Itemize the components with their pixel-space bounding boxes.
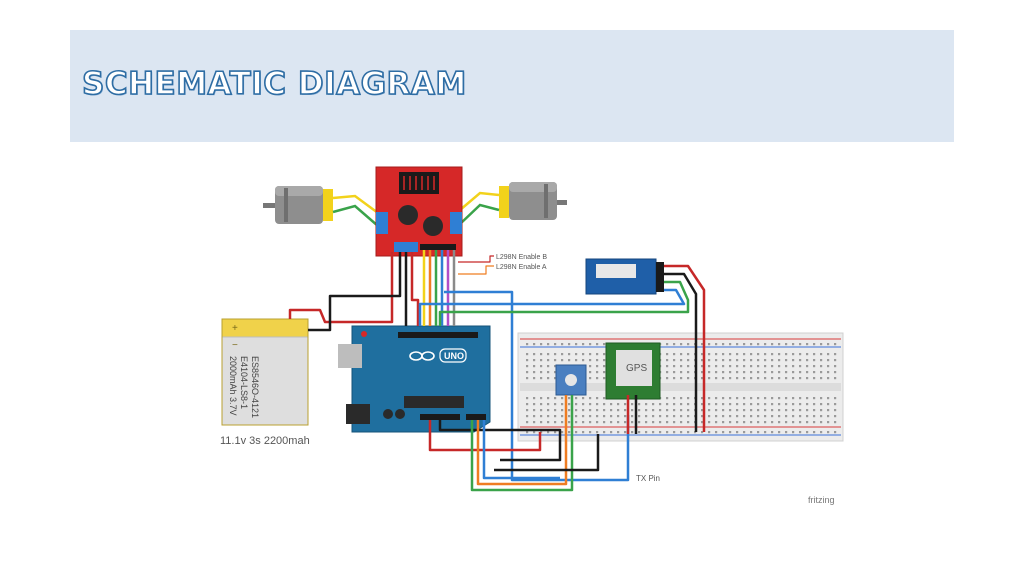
gps-label: GPS bbox=[626, 363, 647, 374]
arduino-uno: UNO bbox=[338, 325, 491, 433]
title-band: SCHEMATIC DIAGRAM bbox=[70, 30, 954, 142]
annotation-enable-b: L298N Enable B bbox=[496, 254, 547, 261]
annotation-tx-pin: TX Pin bbox=[636, 474, 660, 483]
motor-wires bbox=[332, 191, 500, 227]
battery-caption: 11.1v 3s 2200mah bbox=[220, 435, 310, 447]
battery-label-3: 2000mAh 3.7V bbox=[228, 356, 238, 416]
slide-title: SCHEMATIC DIAGRAM bbox=[81, 65, 467, 103]
annotation-enable-a: L298N Enable A bbox=[496, 264, 547, 271]
wiring bbox=[288, 250, 706, 492]
left-motor bbox=[263, 186, 333, 224]
svg-text:−: − bbox=[232, 340, 238, 351]
battery-label-2: E4104-LS8-1 bbox=[239, 356, 249, 409]
svg-text:+: + bbox=[232, 323, 238, 334]
battery-label-1: ES8546O-4121 bbox=[250, 356, 260, 418]
bluetooth-module bbox=[585, 258, 664, 295]
motor-driver-l298n bbox=[375, 166, 463, 257]
fritzing-watermark: fritzing bbox=[808, 495, 835, 505]
arduino-model-label: UNO bbox=[444, 351, 464, 361]
gps-module: GPS bbox=[605, 342, 661, 400]
sensor-module bbox=[555, 364, 587, 396]
battery-pack: + − ES8546O-4121 E4104-LS8-1 2000mAh 3.7… bbox=[221, 318, 309, 426]
right-motor bbox=[499, 182, 567, 220]
